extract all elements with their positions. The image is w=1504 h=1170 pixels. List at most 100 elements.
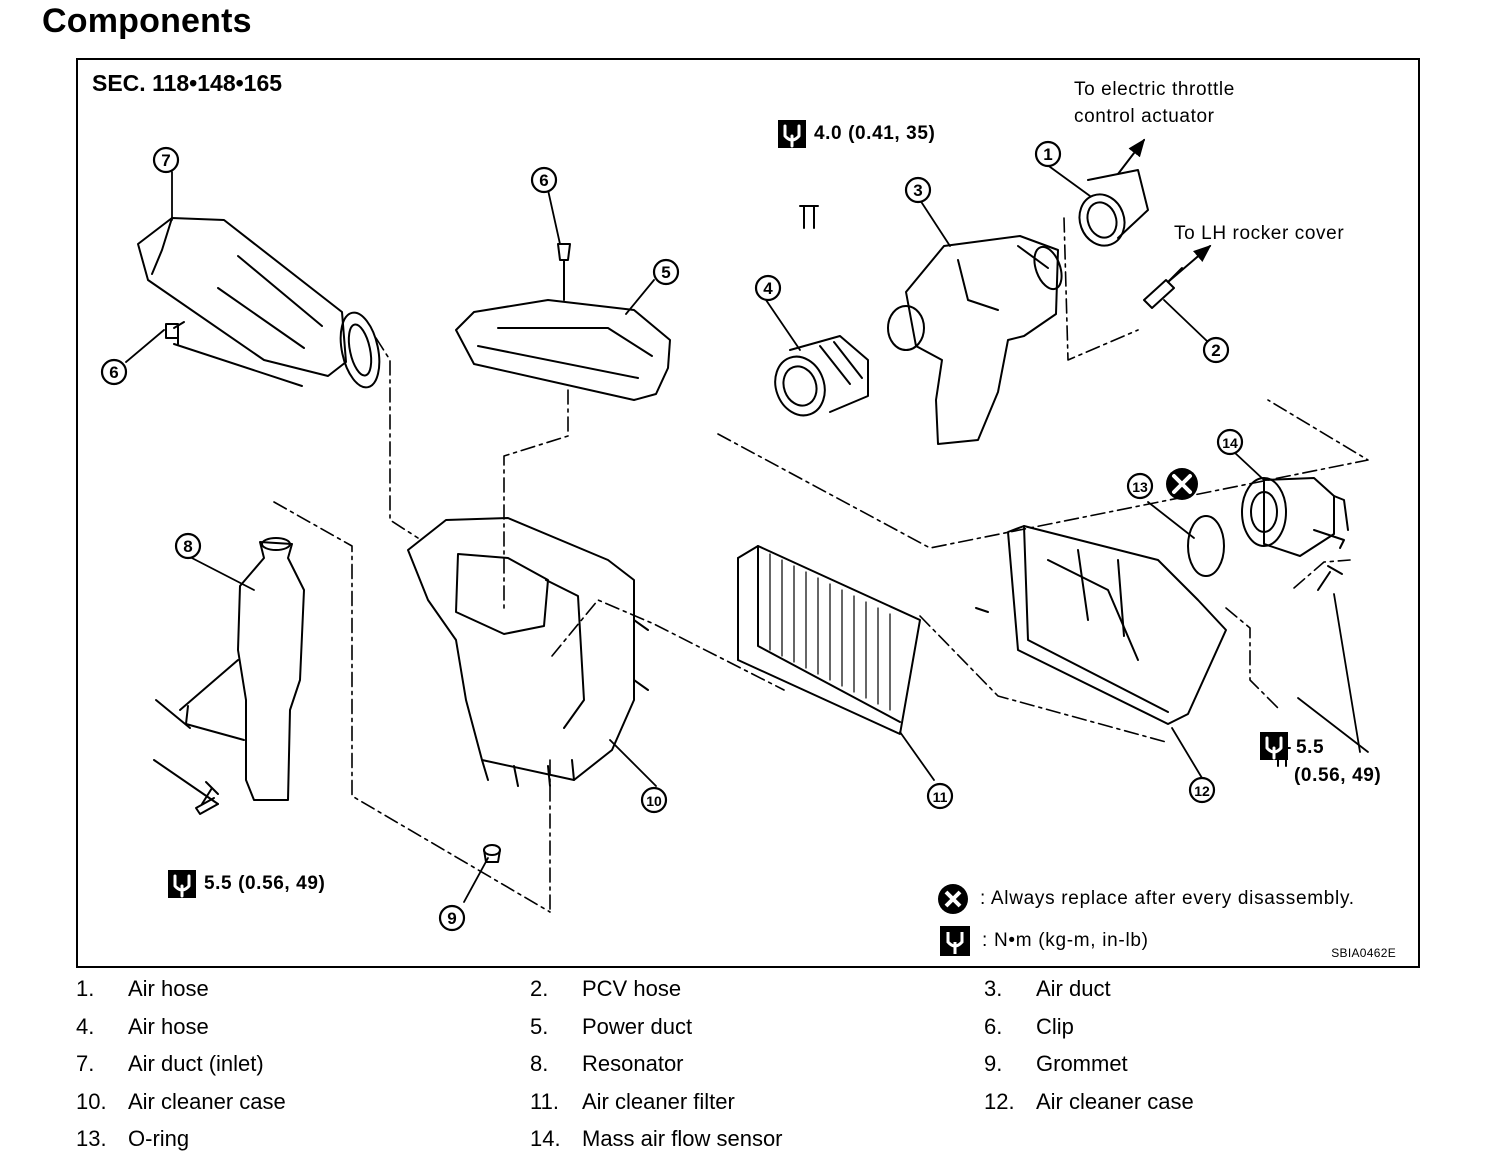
- marker-13: 13: [1126, 472, 1154, 500]
- air-hose-1-drawing: [1078, 169, 1149, 247]
- part-name: Power duct: [582, 1013, 693, 1039]
- legend-units: : N•m (kg-m, in-lb): [940, 926, 1149, 956]
- part-number: 2.: [530, 976, 549, 1001]
- section-reference: SEC. 118•148•165: [92, 70, 283, 96]
- marker-label: 2: [1211, 341, 1220, 360]
- marker-14: 14: [1216, 428, 1244, 456]
- air-cleaner-case-upper-drawing: [975, 525, 1227, 725]
- torque-wrench-icon: [778, 120, 806, 148]
- marker-6: 6: [530, 166, 558, 194]
- part-item: 1.Air hose: [76, 976, 209, 1002]
- marker-4: 4: [754, 274, 782, 302]
- part-name: Air duct: [1036, 976, 1111, 1001]
- legend-units-text: : N•m (kg-m, in-lb): [982, 930, 1149, 951]
- marker-label: 14: [1222, 435, 1238, 451]
- marker-label: 9: [447, 909, 456, 928]
- part-item: 5. Power duct: [530, 1014, 692, 1040]
- marker-label: 6: [109, 363, 118, 382]
- resonator-drawing: [153, 537, 305, 815]
- fasteners: [165, 205, 1343, 805]
- air-cleaner-filter-drawing: [737, 545, 921, 735]
- marker-label: 8: [183, 537, 192, 556]
- marker-7: 7: [152, 146, 180, 174]
- part-item: 6.Clip: [984, 1014, 1074, 1040]
- part-name: O-ring: [128, 1126, 190, 1151]
- rocker-cover-callout: To LH rocker cover: [1174, 223, 1345, 244]
- part-number: 11.: [530, 1088, 559, 1114]
- part-number: 13.: [76, 1126, 107, 1151]
- air-duct-drawing: [887, 235, 1063, 445]
- o-ring-drawing: [1187, 515, 1225, 577]
- torque-spec-left: 5.5 (0.56, 49): [204, 873, 326, 894]
- part-name: Air cleaner filter: [582, 1088, 735, 1114]
- part-number: 7.: [76, 1051, 95, 1076]
- marker-label: 7: [161, 151, 170, 170]
- part-name: Grommet: [1036, 1051, 1128, 1076]
- air-duct-inlet-drawing: [137, 217, 381, 389]
- part-number: 8.: [530, 1051, 549, 1076]
- marker-label: 6: [539, 171, 548, 190]
- page-title: Components: [42, 2, 252, 40]
- marker-5: 5: [652, 258, 680, 286]
- marker-label: 5: [661, 263, 670, 282]
- part-item: 10. Air cleaner case: [76, 1089, 286, 1115]
- marker-2: 2: [1202, 336, 1230, 364]
- air-hose-4-drawing: [774, 335, 869, 417]
- part-item: 14. Mass air flow sensor: [530, 1126, 783, 1152]
- marker-label: 12: [1194, 783, 1210, 799]
- part-name: Air duct (inlet): [128, 1051, 264, 1076]
- part-item: 3. Air duct: [984, 976, 1111, 1002]
- marker-label: 13: [1132, 479, 1148, 495]
- marker-6: 6: [100, 358, 128, 386]
- part-item: 11. Air cleaner filter: [530, 1089, 735, 1115]
- part-item: 2. PCV hose: [530, 976, 681, 1002]
- part-item: 7. Air duct (inlet): [76, 1051, 264, 1077]
- marker-12: 12: [1188, 776, 1216, 804]
- part-number: 1.: [76, 976, 95, 1001]
- leader-lines: [273, 217, 1369, 913]
- marker-label: 4: [763, 279, 773, 298]
- part-name: Air cleaner case: [128, 1088, 286, 1114]
- torque-wrench-icon: [1260, 732, 1288, 760]
- part-item: 9. Grommet: [984, 1051, 1128, 1077]
- torque-spec-right-units: (0.56, 49): [1294, 765, 1382, 786]
- throttle-callout: To electric throttle control actuator: [1074, 79, 1235, 127]
- marker-11: 11: [926, 782, 954, 810]
- part-item: 12. Air cleaner case: [984, 1089, 1194, 1115]
- part-item: 4.Air hose: [76, 1014, 209, 1040]
- marker-label: 1: [1043, 145, 1052, 164]
- part-name: Mass air flow sensor: [582, 1126, 783, 1151]
- legend-replace-text: : Always replace after every disassembly…: [980, 888, 1355, 909]
- power-duct-drawing: [455, 243, 671, 401]
- marker-label: 10: [646, 793, 662, 809]
- part-item: 8. Resonator: [530, 1051, 684, 1077]
- mass-air-flow-sensor-drawing: [1241, 477, 1349, 557]
- torque-spec-top: 4.0 (0.41, 35): [814, 123, 936, 144]
- figure-code: SBIA0462E: [1331, 946, 1396, 960]
- part-item: 13. O-ring: [76, 1126, 189, 1152]
- air-cleaner-case-lower-drawing: [407, 517, 649, 863]
- marker-label: 3: [913, 181, 922, 200]
- torque-wrench-icon: [168, 870, 196, 898]
- part-number: 14.: [530, 1126, 561, 1151]
- parts-list: 1.Air hose 2. PCV hose 3. Air duct 4.Air hose…: [76, 976, 1476, 1166]
- part-number: 3.: [984, 976, 1003, 1001]
- replace-x-icon: [1166, 468, 1198, 500]
- part-name: PCV hose: [582, 976, 682, 1001]
- part-number: 12.: [984, 1088, 1015, 1114]
- part-number: 5.: [530, 1013, 549, 1039]
- part-number: 10.: [76, 1088, 107, 1114]
- marker-1: 1: [1034, 140, 1062, 168]
- part-name: Resonator: [582, 1051, 684, 1076]
- part-number: 6.: [984, 1013, 1003, 1039]
- marker-3: 3: [904, 176, 932, 204]
- part-name: Air cleaner case: [1036, 1088, 1194, 1114]
- marker-9: 9: [438, 904, 466, 932]
- torque-spec-right-value: 5.5: [1296, 737, 1325, 758]
- arrow-to-throttle: [1117, 138, 1146, 175]
- replace-x-icon: [938, 884, 968, 914]
- part-number: 9.: [984, 1051, 1003, 1076]
